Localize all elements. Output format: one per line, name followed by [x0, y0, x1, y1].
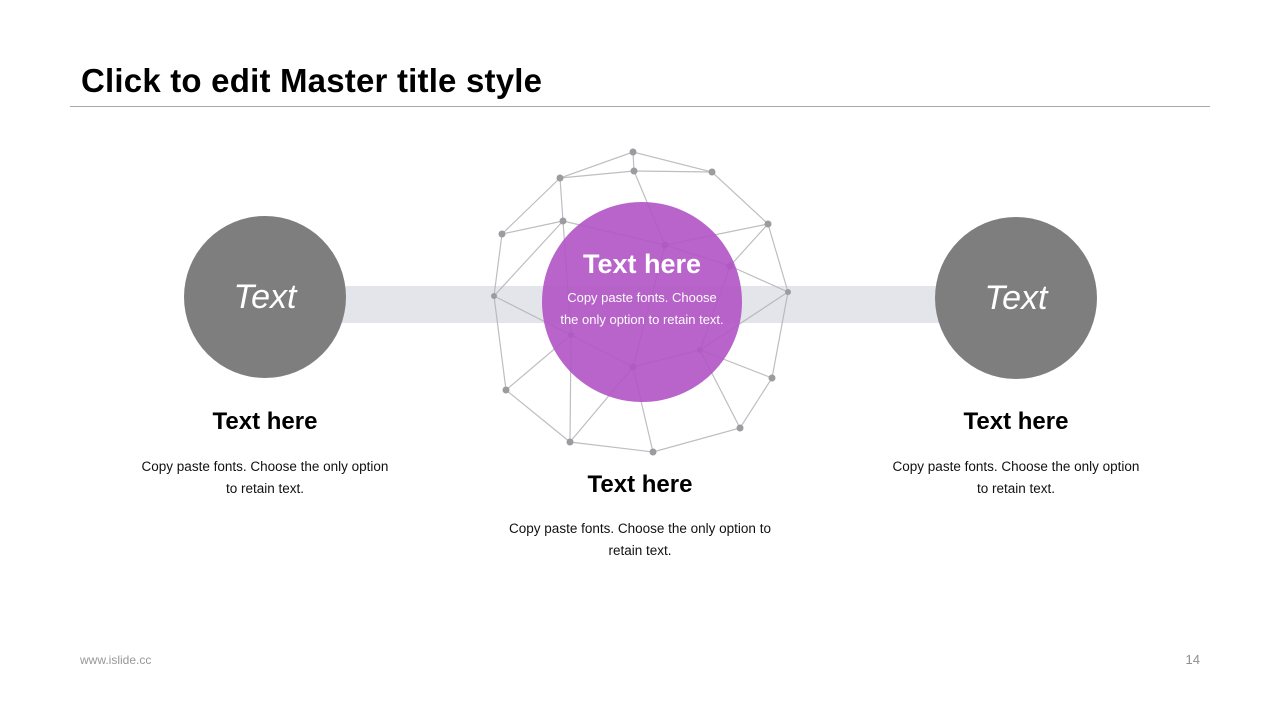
circle-body-center: Copy paste fonts. Choose the only option… [560, 290, 724, 327]
page-number: 14 [1185, 652, 1200, 667]
slide-title[interactable]: Click to edit Master title style [81, 62, 543, 99]
footer-url: www.islide.cc [80, 653, 152, 667]
step-body-right[interactable]: Copy paste fonts. Choose the only option… [892, 459, 1140, 496]
step-circle-left[interactable]: Text [184, 216, 346, 378]
step-circle-right[interactable]: Text [935, 217, 1097, 379]
step-heading-right[interactable]: Text here [963, 408, 1069, 435]
circle-heading-center: Text here [582, 249, 702, 279]
circle-label-right: Text [984, 278, 1048, 317]
step-circle-center[interactable]: Text here Copy paste fonts. Choose the o… [542, 202, 742, 402]
title-underline [70, 106, 1210, 107]
step-heading-center[interactable]: Text here [587, 471, 693, 498]
circle-label-left: Text [233, 277, 297, 316]
step-body-left[interactable]: Copy paste fonts. Choose the only option… [141, 459, 389, 496]
step-heading-left[interactable]: Text here [212, 408, 318, 435]
step-body-center[interactable]: Copy paste fonts. Choose the only option… [509, 521, 771, 558]
